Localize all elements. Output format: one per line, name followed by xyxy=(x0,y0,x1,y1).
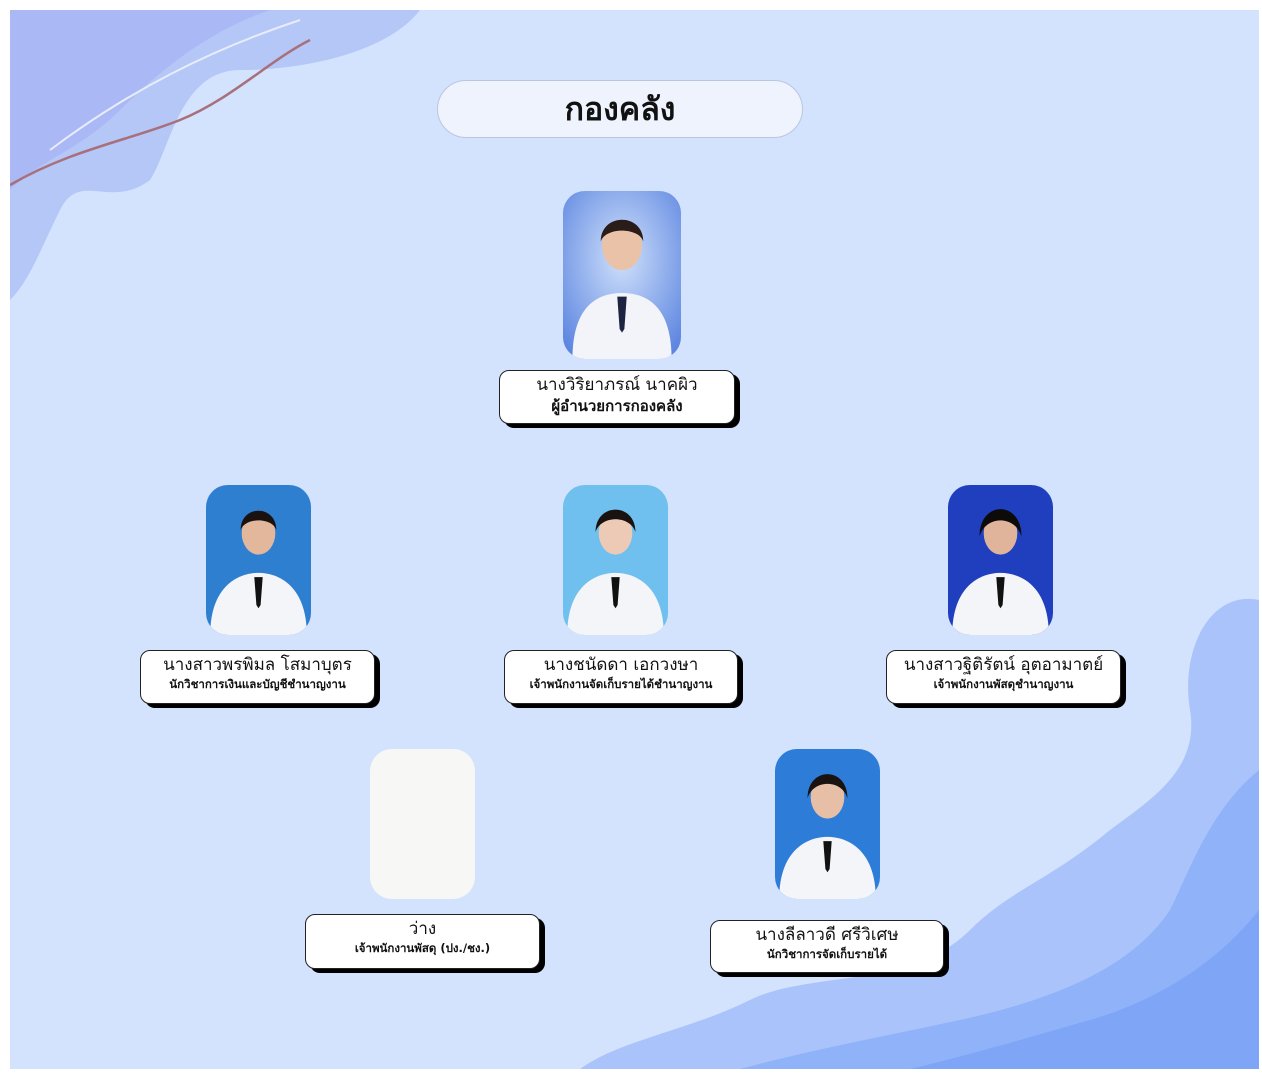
member-card: นางสาวพรพิมล โสมาบุตร นักวิชาการเงินและบ… xyxy=(140,650,375,704)
org-chart-canvas: กองคลัง นางวิริยาภรณ์ นาคผิว ผู้อำนวยการ… xyxy=(10,10,1259,1069)
member-card: นางสาวฐิติรัตน์ อุตอามาตย์ เจ้าพนักงานพั… xyxy=(886,650,1121,704)
member-card: นางลีลาวดี ศรีวิเศษ นักวิชาการจัดเก็บราย… xyxy=(710,920,944,973)
background-decoration xyxy=(10,10,1259,1069)
member-position: เจ้าพนักงานพัสดุ (ปง./ชง.) xyxy=(354,941,491,955)
member-photo xyxy=(775,749,880,899)
member-name: นางลีลาวดี ศรีวิเศษ xyxy=(755,925,899,945)
member-photo xyxy=(563,485,668,635)
member-position: นักวิชาการเงินและบัญชีชำนาญงาน xyxy=(169,677,346,691)
member-photo-director xyxy=(563,191,681,359)
member-name: นางสาวพรพิมล โสมาบุตร xyxy=(163,655,352,675)
member-card-vacant: ว่าง เจ้าพนักงานพัสดุ (ปง./ชง.) xyxy=(305,914,540,969)
member-position: เจ้าพนักงานจัดเก็บรายได้ชำนาญงาน xyxy=(529,677,713,691)
vacant-photo-placeholder xyxy=(370,749,475,899)
member-position: ผู้อำนวยการกองคลัง xyxy=(551,397,683,415)
member-card: นางชนัดดา เอกวงษา เจ้าพนักงานจัดเก็บรายไ… xyxy=(504,650,738,704)
member-card-director: นางวิริยาภรณ์ นาคผิว ผู้อำนวยการกองคลัง xyxy=(499,370,735,424)
member-name: นางสาวฐิติรัตน์ อุตอามาตย์ xyxy=(903,655,1104,675)
member-name: นางชนัดดา เอกวงษา xyxy=(543,655,699,675)
member-photo xyxy=(948,485,1053,635)
member-name: นางวิริยาภรณ์ นาคผิว xyxy=(536,375,698,395)
member-name: ว่าง xyxy=(408,919,437,939)
member-position: นักวิชาการจัดเก็บรายได้ xyxy=(766,947,888,961)
member-photo xyxy=(206,485,311,635)
member-position: เจ้าพนักงานพัสดุชำนาญงาน xyxy=(933,677,1074,691)
page-title: กองคลัง xyxy=(437,80,803,138)
